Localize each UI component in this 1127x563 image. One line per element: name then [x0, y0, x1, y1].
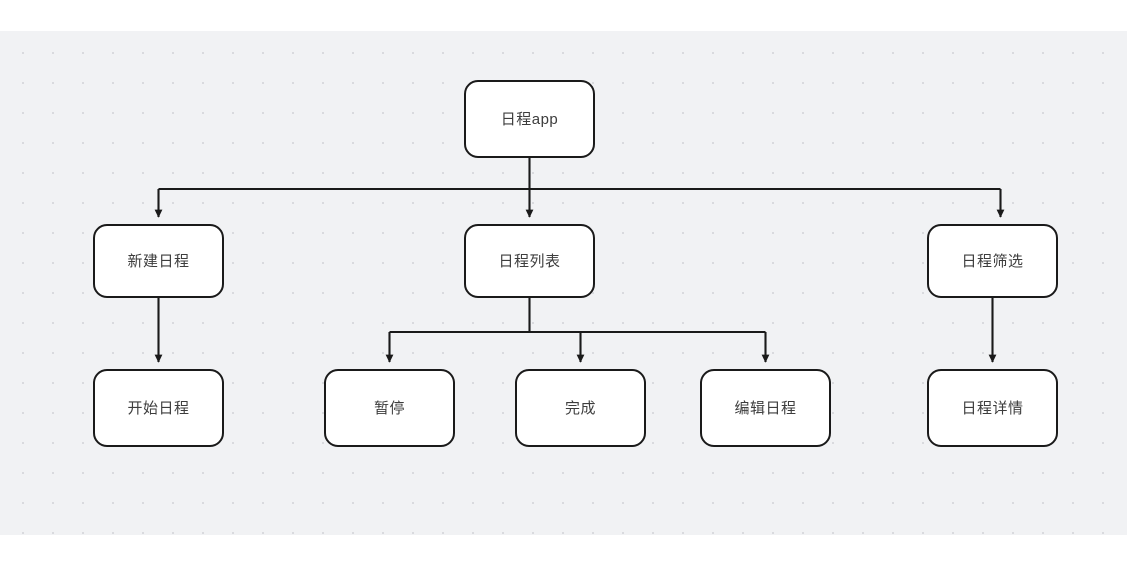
node-label: 日程详情 [961, 399, 1024, 417]
node-edit-schedule[interactable]: 编辑日程 [700, 369, 831, 447]
node-label: 开始日程 [127, 399, 190, 417]
node-label: 日程列表 [498, 252, 561, 270]
node-schedule-list[interactable]: 日程列表 [464, 224, 595, 298]
node-label: 完成 [564, 399, 596, 417]
node-app[interactable]: 日程app [464, 80, 595, 158]
node-label: 编辑日程 [734, 399, 797, 417]
diagram-canvas[interactable]: 日程app 新建日程 日程列表 日程筛选 开始日程 暂停 完成 编辑日程 日程详… [0, 31, 1127, 535]
node-new-schedule[interactable]: 新建日程 [93, 224, 224, 298]
node-label: 日程app [500, 110, 559, 128]
node-label: 日程筛选 [961, 252, 1024, 270]
node-start-schedule[interactable]: 开始日程 [93, 369, 224, 447]
node-schedule-filter[interactable]: 日程筛选 [927, 224, 1058, 298]
node-schedule-detail[interactable]: 日程详情 [927, 369, 1058, 447]
node-pause[interactable]: 暂停 [324, 369, 455, 447]
node-complete[interactable]: 完成 [515, 369, 646, 447]
node-label: 新建日程 [127, 252, 190, 270]
node-label: 暂停 [373, 399, 405, 417]
edge-level1-bus [159, 189, 1001, 224]
